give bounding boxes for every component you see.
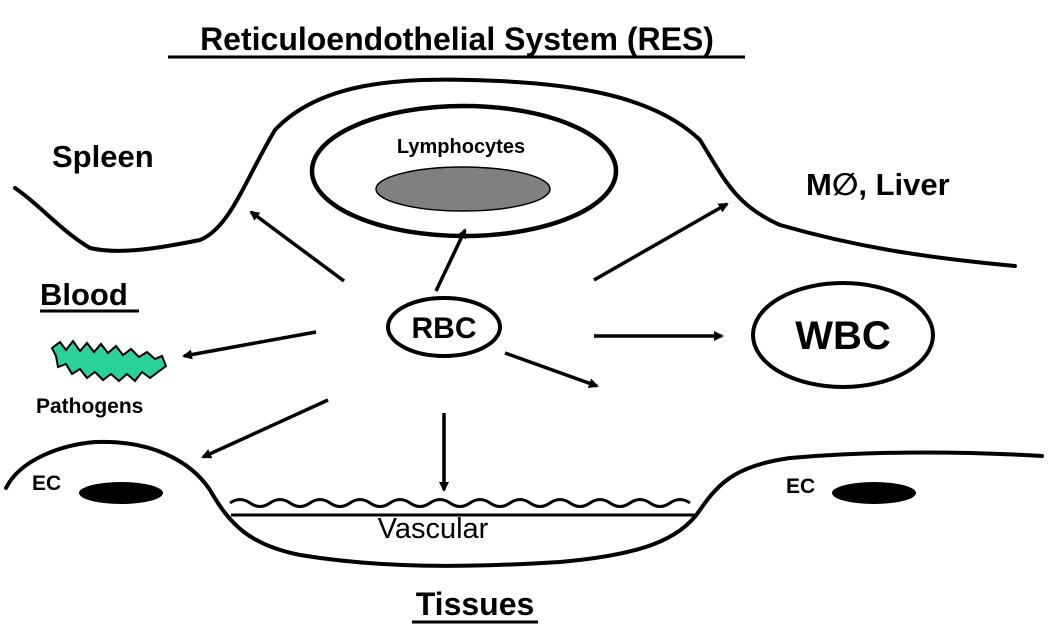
arrow-to-lymphocytes xyxy=(434,228,467,292)
spleen-label: Spleen xyxy=(52,139,154,174)
pathogens-label: Pathogens xyxy=(36,395,143,418)
arrow-right-down xyxy=(504,351,599,389)
wbc-cell xyxy=(751,281,935,389)
arrow-to-ec xyxy=(201,398,329,459)
ec-left-nucleus xyxy=(79,482,163,504)
vascular-wall xyxy=(229,498,691,508)
diagram-title: Reticuloendothelial System (RES) xyxy=(200,21,714,57)
arrow-to-spleen xyxy=(249,210,346,283)
endothelium-outline xyxy=(4,439,1044,568)
rbc-label: RBC xyxy=(412,312,477,345)
macrophage-liver-label: M∅, Liver xyxy=(806,167,950,202)
arrow-to-liver xyxy=(593,202,729,282)
lymphocytes-label: Lymphocytes xyxy=(397,136,525,158)
arrow-to-pathogens xyxy=(182,330,317,360)
blood-label: Blood xyxy=(40,277,128,312)
res-organ-outline xyxy=(13,77,1017,268)
wbc-label: WBC xyxy=(795,314,891,358)
lymphocyte-core xyxy=(375,166,551,212)
tissues-label: Tissues xyxy=(416,586,535,622)
pathogen-shape xyxy=(50,339,168,383)
ec-left-label: EC xyxy=(32,472,61,495)
ec-right-nucleus xyxy=(832,482,916,504)
rbc-cell xyxy=(386,296,502,358)
ec-right-label: EC xyxy=(786,475,815,498)
vascular-label: Vascular xyxy=(378,513,489,545)
